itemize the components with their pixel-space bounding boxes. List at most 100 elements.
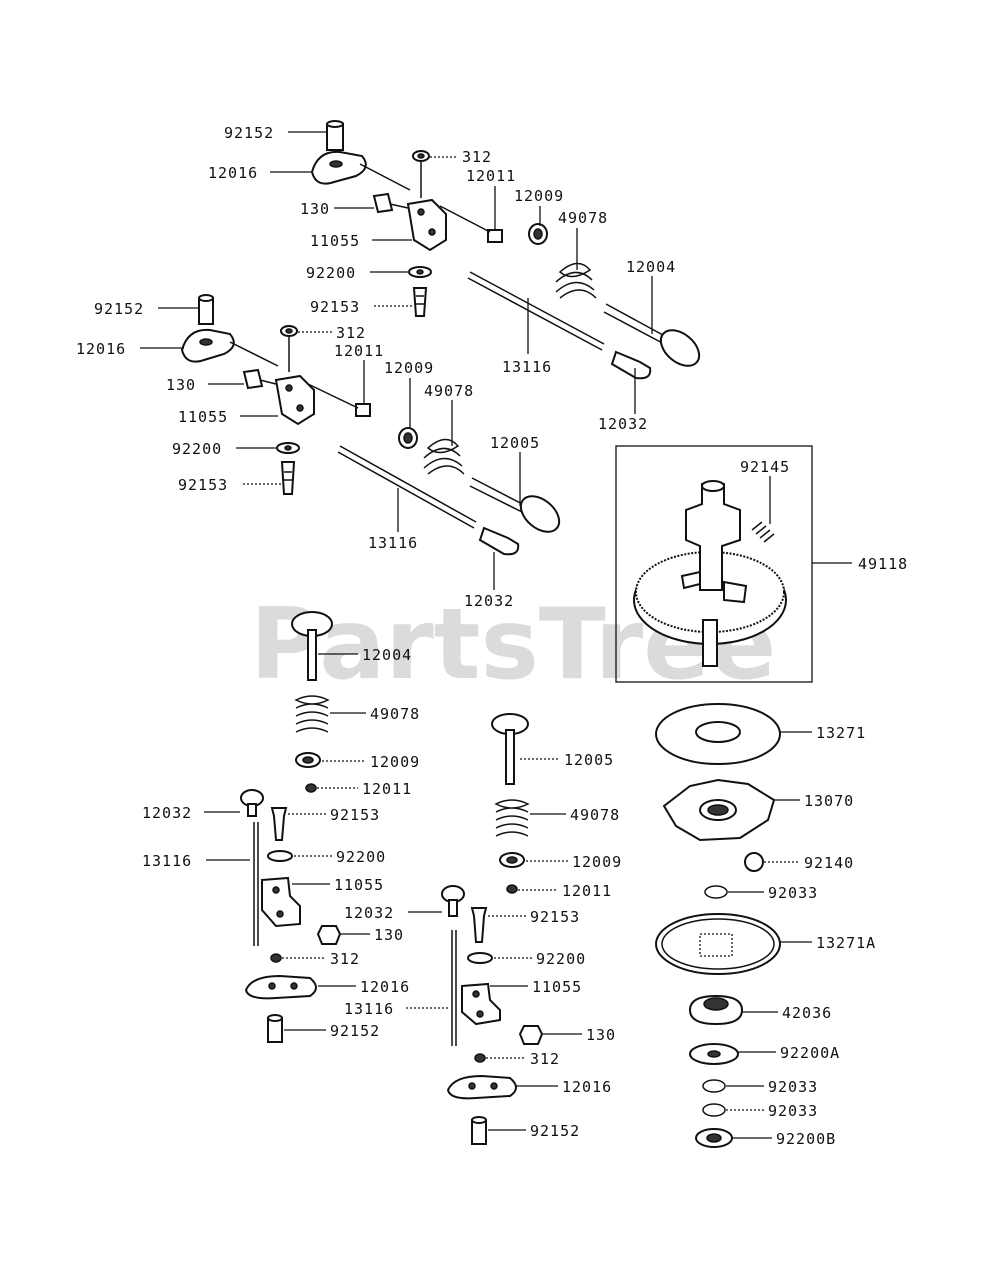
lower-middle-column	[441, 713, 544, 1145]
guide-11055-upper	[406, 198, 447, 252]
callout-92200A: 92200A	[780, 1044, 840, 1062]
callout-92153: 92153	[178, 476, 228, 494]
callout-12032: 12032	[344, 904, 394, 922]
callout-42036: 42036	[782, 1004, 832, 1022]
rocker-arm-12016-lower-middle	[446, 1074, 517, 1100]
bolt-130-lower-left	[316, 925, 342, 945]
callout-13271A: 13271A	[816, 934, 876, 952]
callout-130: 130	[300, 200, 330, 218]
ring-92033-a	[704, 885, 728, 899]
spring-49078-middle	[423, 438, 465, 475]
lifter-12032-upper	[610, 350, 652, 380]
callout-12004: 12004	[626, 258, 676, 276]
callout-49118: 49118	[858, 555, 908, 573]
callout-12016: 12016	[562, 1078, 612, 1096]
callout-12011: 12011	[466, 167, 516, 185]
spring-92145	[751, 521, 775, 543]
upper-rocker-group	[310, 120, 503, 317]
bolt-130-lower-middle	[518, 1025, 544, 1045]
callout-92152: 92152	[224, 124, 274, 142]
camshaft	[685, 483, 741, 591]
guide-11055-middle	[274, 374, 315, 426]
valve-12004-upper	[659, 329, 701, 367]
callout-12016: 12016	[208, 164, 258, 182]
callout-312: 312	[336, 324, 366, 342]
callout-92033: 92033	[768, 884, 818, 902]
callout-12009: 12009	[370, 753, 420, 771]
camshaft-assembly-box	[615, 445, 813, 683]
callout-92153: 92153	[330, 806, 380, 824]
callout-49078: 49078	[558, 209, 608, 227]
callout-12032: 12032	[142, 804, 192, 822]
callout-13271: 13271	[816, 724, 866, 742]
washer-92200-lower-left	[267, 850, 293, 862]
push-rod-13116-upper	[467, 277, 603, 351]
callout-92200: 92200	[172, 440, 222, 458]
guide-11055-lower-middle	[461, 982, 501, 1026]
callout-92152: 92152	[94, 300, 144, 318]
callout-12032: 12032	[598, 415, 648, 433]
callout-12016: 12016	[360, 978, 410, 996]
callout-11055: 11055	[310, 232, 360, 250]
callout-12011: 12011	[362, 780, 412, 798]
callout-92140: 92140	[804, 854, 854, 872]
callout-11055: 11055	[334, 876, 384, 894]
lifter-12032-middle	[478, 526, 520, 556]
spring-49078-upper	[555, 262, 597, 299]
callout-12011: 12011	[334, 342, 384, 360]
callout-12032: 12032	[464, 592, 514, 610]
cap-12011-middle	[355, 403, 371, 417]
stud-92153-upper	[412, 287, 428, 317]
callout-312: 312	[530, 1050, 560, 1068]
leader-lines	[140, 131, 852, 1139]
callout-12009: 12009	[514, 187, 564, 205]
stud-92153-middle	[280, 461, 296, 495]
callout-12009: 12009	[384, 359, 434, 377]
callout-92033: 92033	[768, 1078, 818, 1096]
rocker-arm-12016-middle	[180, 328, 235, 363]
valve-12005-middle	[519, 495, 561, 533]
callout-130: 130	[374, 926, 404, 944]
callout-12005: 12005	[490, 434, 540, 452]
right-column	[655, 703, 781, 1148]
callout-13116: 13116	[502, 358, 552, 376]
callout-12009: 12009	[572, 853, 622, 871]
callout-92200: 92200	[336, 848, 386, 866]
guide-11055-lower-left	[261, 876, 301, 928]
callout-92033: 92033	[768, 1102, 818, 1120]
callout-12004: 12004	[362, 646, 412, 664]
callout-130: 130	[586, 1026, 616, 1044]
spring-49078-lower-left	[294, 695, 330, 733]
callout-12016: 12016	[76, 340, 126, 358]
spring-49078-lower-middle	[494, 799, 530, 837]
callout-92200: 92200	[306, 264, 356, 282]
callout-labels: 92152 12016 312 12011 130 12009 49078 11…	[76, 124, 908, 1148]
cap-12011-lower-left	[305, 783, 317, 793]
callout-11055: 11055	[178, 408, 228, 426]
callout-92152: 92152	[530, 1122, 580, 1140]
middle-rocker-group	[180, 294, 371, 495]
rocker-arm-12016-lower-left	[244, 974, 317, 1000]
middle-valve-group	[337, 427, 561, 556]
lower-left-column	[240, 611, 342, 1043]
cap-12011-lower-middle	[506, 884, 518, 894]
nut-312-lower-middle	[474, 1053, 486, 1063]
callout-49078: 49078	[370, 705, 420, 723]
callout-11055: 11055	[532, 978, 582, 996]
callout-92200: 92200	[536, 950, 586, 968]
callout-13116: 13116	[142, 852, 192, 870]
push-rod-13116-middle	[337, 451, 475, 529]
washer-92200-lower-middle	[467, 952, 493, 964]
callout-13116: 13116	[368, 534, 418, 552]
callout-312: 312	[462, 148, 492, 166]
callout-92145: 92145	[740, 458, 790, 476]
bolt-130-middle	[242, 368, 264, 390]
nut-312-lower-left	[270, 953, 282, 963]
stud-92153-lower-middle	[470, 907, 488, 943]
rocker-arm-12016-upper	[310, 150, 367, 185]
ring-92033-c	[702, 1103, 726, 1117]
callout-130: 130	[166, 376, 196, 394]
upper-valve-group	[467, 223, 701, 380]
